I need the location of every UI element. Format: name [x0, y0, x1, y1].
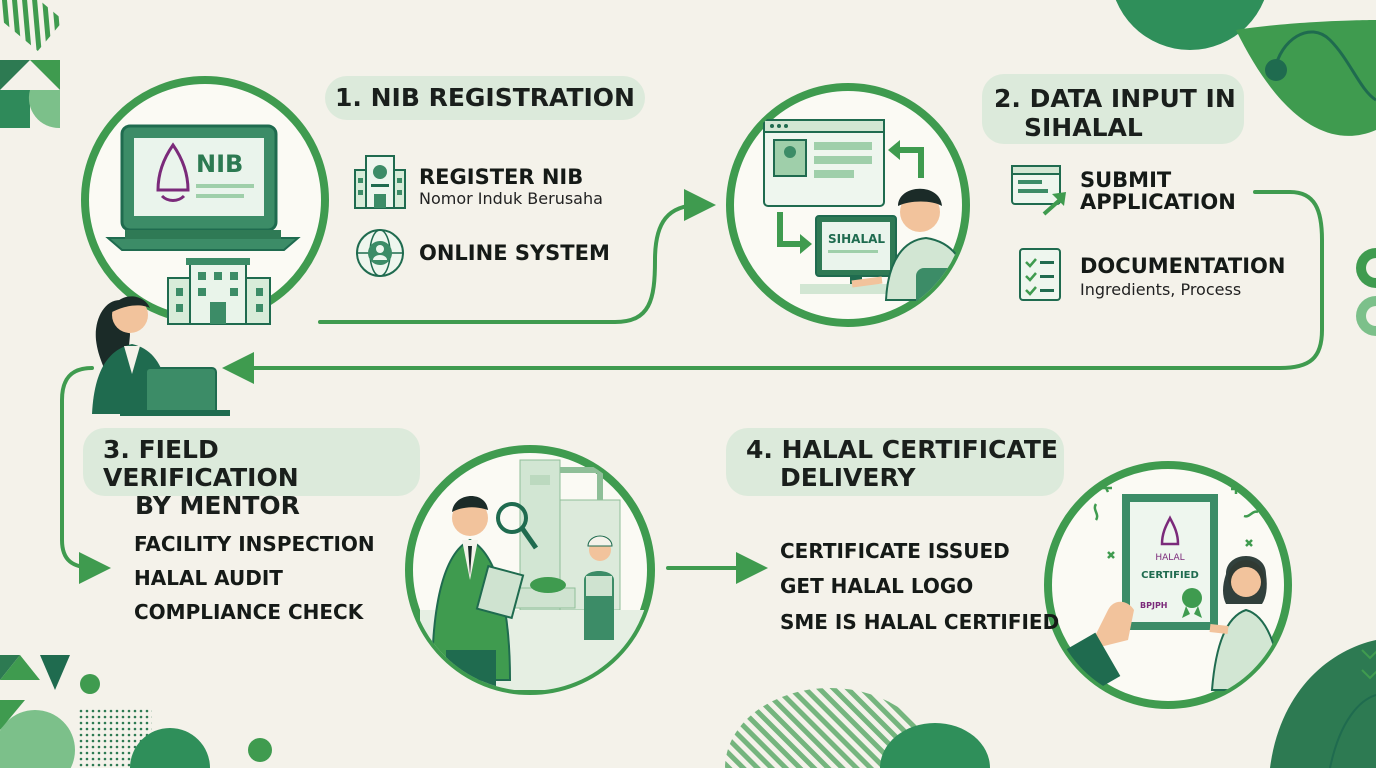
step4-title-line1: 4. HALAL CERTIFICATE: [746, 435, 1058, 464]
step3-bullet: FACILITY INSPECTION: [134, 532, 375, 556]
monitor-sihalal-label: SIHALAL: [828, 232, 885, 246]
step3-bullet: COMPLIANCE CHECK: [134, 600, 364, 624]
connector-step3-left: [60, 366, 111, 584]
step2-title-pill: 2. DATA INPUT IN SIHALAL: [982, 74, 1244, 144]
certificate-issuer-text: BPJPH: [1140, 601, 1168, 610]
flow-connectors: [60, 189, 1324, 584]
step1-title-pill: 1. NIB REGISTRATION: [325, 76, 645, 120]
corner-decoration-bottom-left: [0, 655, 272, 768]
step2-title-line2: SIHALAL: [1024, 113, 1143, 142]
step4-bullet: CERTIFICATE ISSUED: [780, 539, 1010, 563]
step2-documentation-sub: Ingredients, Process: [1080, 280, 1242, 299]
step1-register-sub: Nomor Induk Berusaha: [419, 189, 603, 208]
step2-title-line1: 2. DATA INPUT IN: [994, 84, 1236, 113]
step1-title: 1. NIB REGISTRATION: [335, 83, 635, 112]
checklist-icon: [1019, 248, 1061, 301]
corner-decoration-top-right: [1115, 0, 1376, 136]
illustration-field-verification: [405, 445, 655, 695]
illustration-halal-certificate: HALAL CERTIFIED BPJPH: [1044, 461, 1292, 709]
step2-submit-heading-line1: SUBMIT: [1080, 168, 1172, 192]
connector-step1-to-step2: [318, 189, 716, 324]
corner-decoration-bottom-right: [1270, 640, 1376, 768]
step3-bullet: HALAL AUDIT: [134, 566, 283, 590]
corner-decoration-right: [1356, 248, 1376, 336]
building-id-icon: [354, 155, 406, 209]
illustration-woman-laptop: [92, 296, 230, 416]
step2-submit-heading-line2: APPLICATION: [1080, 190, 1236, 214]
form-submit-icon: [1011, 165, 1066, 216]
step3-title-pill: 3. FIELD VERIFICATION BY MENTOR: [83, 428, 420, 520]
connector-step2-to-step3: [222, 190, 1324, 384]
celebration-sparkles: [1093, 483, 1259, 559]
step4-title-pill: 4. HALAL CERTIFICATE DELIVERY: [726, 428, 1064, 496]
certificate-halal-text: HALAL: [1155, 553, 1184, 563]
step4-bullet: SME IS HALAL CERTIFIED: [780, 610, 1060, 634]
laptop-nib-label: NIB: [196, 150, 243, 178]
step3-title-line1: 3. FIELD VERIFICATION: [103, 435, 299, 492]
step1-online-heading: ONLINE SYSTEM: [419, 241, 610, 265]
step4-bullet: GET HALAL LOGO: [780, 574, 974, 598]
step4-title-line2: DELIVERY: [780, 463, 916, 492]
corner-decoration-top-left: [0, 0, 64, 129]
certificate-certified-text: CERTIFIED: [1141, 570, 1199, 581]
step3-title-line2: BY MENTOR: [135, 491, 300, 520]
illustration-sihalal-input: SIHALAL: [726, 83, 970, 327]
illustration-office-building: [167, 258, 271, 325]
corner-decoration-bottom-center: [725, 688, 990, 768]
illustration-nib-laptop: NIB: [81, 76, 329, 324]
step1-register-heading: REGISTER NIB: [419, 165, 584, 189]
globe-user-icon: [356, 229, 404, 277]
step2-documentation-heading: DOCUMENTATION: [1080, 254, 1286, 278]
